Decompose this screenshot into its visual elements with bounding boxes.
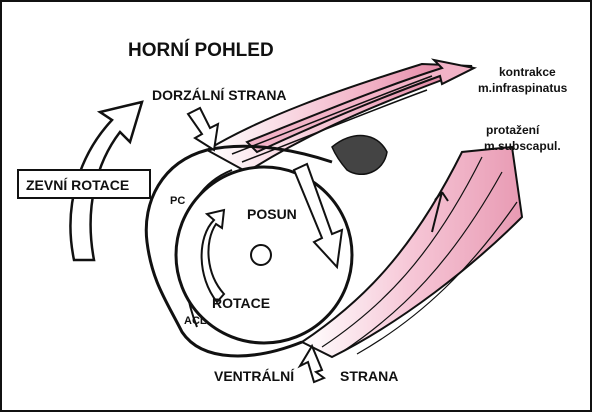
tendon-blob bbox=[332, 136, 387, 175]
stretch-label-2: m.subscapul. bbox=[484, 139, 561, 153]
acl-label: ACL bbox=[184, 315, 207, 327]
dorsal-side-label: DORZÁLNÍ STRANA bbox=[152, 87, 287, 103]
contraction-label-2: m.infraspinatus bbox=[478, 81, 568, 95]
rotation-label: ROTACE bbox=[212, 295, 270, 311]
dorsal-arrow bbox=[188, 108, 218, 150]
stretch-label-1: protažení bbox=[486, 123, 540, 137]
pc-label: PC bbox=[170, 195, 185, 207]
contraction-label-1: kontrakce bbox=[499, 65, 556, 79]
humeral-center bbox=[251, 245, 271, 265]
external-rotation-label: ZEVNÍ ROTACE bbox=[26, 177, 129, 193]
side-label: STRANA bbox=[340, 368, 398, 384]
ventral-label: VENTRÁLNÍ bbox=[214, 368, 295, 384]
diagram-title: HORNÍ POHLED bbox=[128, 39, 274, 61]
shift-label: POSUN bbox=[247, 206, 297, 222]
